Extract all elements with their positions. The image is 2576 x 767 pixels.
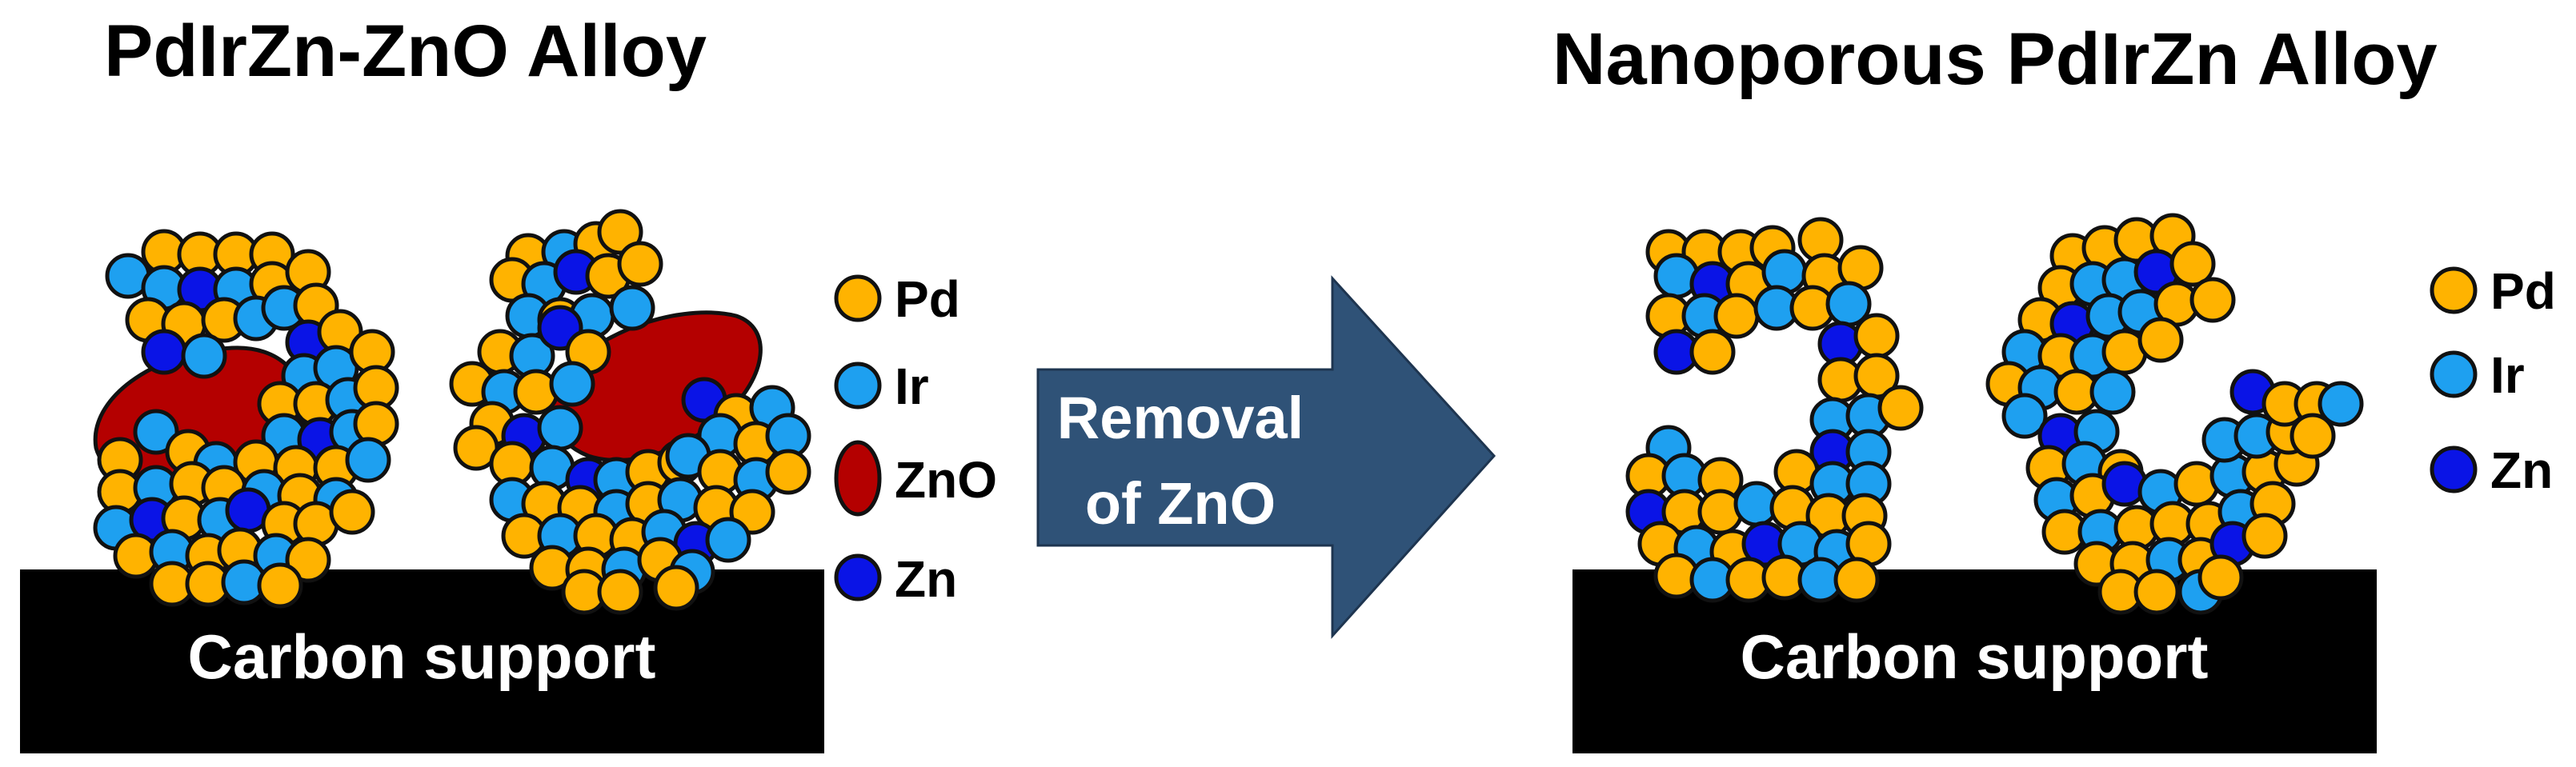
pd-atom <box>597 569 643 615</box>
legend-zno-label: ZnO <box>895 451 997 509</box>
legend-zn-label: Zn <box>895 550 957 608</box>
legend-pd-swatch <box>2430 266 2478 314</box>
right-support-label: Carbon support <box>1741 621 2209 692</box>
pd-atom <box>2137 317 2184 363</box>
pd-atom <box>329 489 375 535</box>
legend-pd-label: Pd <box>2490 262 2556 320</box>
legend-zno-swatch <box>834 440 882 517</box>
ir-atom <box>537 405 583 451</box>
legend-ir-label: Ir <box>2490 346 2525 404</box>
zn-atom <box>141 329 187 375</box>
pd-atom <box>653 565 699 611</box>
legend-pd-swatch <box>834 274 882 322</box>
left-support-label: Carbon support <box>188 621 656 692</box>
arrow-label-line1: Removal <box>1057 385 1304 451</box>
pd-atom <box>1833 557 1880 603</box>
pd-atom <box>765 449 811 495</box>
legend-ir-label: Ir <box>895 358 929 415</box>
pd-atom <box>257 562 303 609</box>
ir-atom <box>181 333 227 379</box>
legend-pd-label: Pd <box>895 270 960 328</box>
legend-zn-label: Zn <box>2490 441 2553 499</box>
left-panel-title: PdIrZn-ZnO Alloy <box>104 10 707 92</box>
left-legend: Pd Ir ZnO Zn <box>834 270 997 608</box>
pd-atom <box>2133 569 2180 615</box>
ir-atom <box>345 437 391 483</box>
legend-zn-swatch <box>834 553 882 601</box>
pd-atom <box>2241 513 2288 559</box>
pd-atom <box>285 537 331 583</box>
legend-ir-swatch <box>834 362 882 409</box>
right-alloy-particles <box>1625 213 2364 615</box>
ir-atom <box>549 361 595 407</box>
ir-atom <box>2318 381 2364 427</box>
pd-atom <box>1877 385 1924 431</box>
arrow-label-line2: of ZnO <box>1085 470 1276 537</box>
pd-atom <box>1853 313 1900 359</box>
pd-atom <box>2169 241 2216 287</box>
ir-atom <box>2001 393 2048 439</box>
ir-atom <box>609 285 655 331</box>
ir-atom <box>705 517 751 563</box>
ir-atom <box>133 409 179 455</box>
removal-arrow <box>1036 275 1496 639</box>
right-legend: Pd Ir Zn <box>2430 262 2556 499</box>
pd-atom <box>597 209 643 255</box>
pd-atom <box>2197 554 2244 601</box>
pd-atom <box>2189 277 2236 323</box>
legend-zn-swatch <box>2430 445 2478 493</box>
pd-atom <box>1713 293 1760 339</box>
left-alloy-particles <box>93 209 811 615</box>
pd-atom <box>1689 329 1736 375</box>
ir-atom <box>2089 369 2136 415</box>
pd-atom <box>617 241 663 287</box>
right-panel-title: Nanoporous PdIrZn Alloy <box>1552 18 2438 100</box>
legend-ir-swatch <box>2430 350 2478 398</box>
pd-atom <box>2290 413 2336 459</box>
